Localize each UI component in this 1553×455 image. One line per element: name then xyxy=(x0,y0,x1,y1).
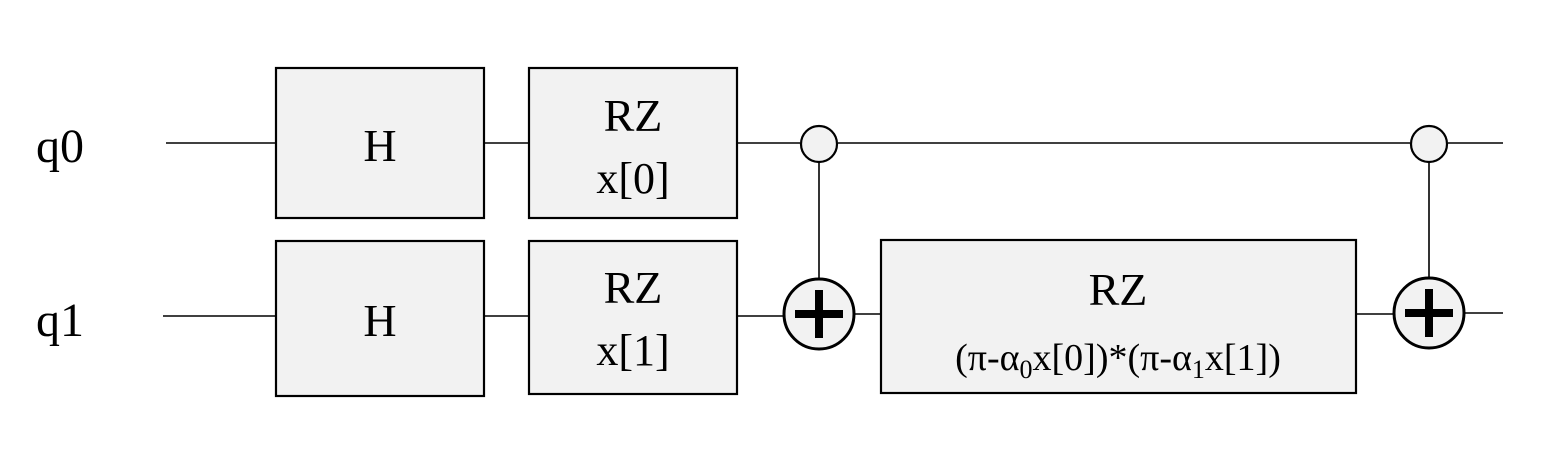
rz-entangle-gate: RZ (π-α0x[0])*(π-α1x[1]) xyxy=(879,238,1358,395)
h-gate-q1: H xyxy=(274,239,486,398)
rz-gate-q1: RZ x[1] xyxy=(527,239,739,396)
param-subscript: 0 xyxy=(1020,355,1033,384)
gate-param: (π-α0x[0])*(π-α1x[1]) xyxy=(955,337,1281,384)
gate-box xyxy=(274,66,486,220)
h-gate-q0: H xyxy=(274,66,486,220)
gate-box xyxy=(527,239,739,396)
gate-box xyxy=(527,66,739,220)
cnot-gate-1 xyxy=(782,124,856,351)
gate-label: RZ xyxy=(604,262,663,313)
gate-box xyxy=(274,239,486,398)
cnot-gate-2 xyxy=(1392,124,1466,350)
gate-param: x[1] xyxy=(596,326,669,375)
qubit-label-q0: q0 xyxy=(36,120,84,173)
rz-gate-q0: RZ x[0] xyxy=(527,66,739,220)
gate-label: RZ xyxy=(1089,264,1148,315)
gate-label: H xyxy=(363,120,396,171)
cnot-target-icon xyxy=(782,277,856,351)
param-subscript: 1 xyxy=(1192,355,1205,384)
param-part: (π-α xyxy=(955,337,1019,379)
gate-param: x[0] xyxy=(596,154,669,203)
cnot-control-dot xyxy=(1409,124,1449,164)
cnot-target-icon xyxy=(1392,276,1466,350)
param-part: x[1]) xyxy=(1205,337,1281,379)
gate-box xyxy=(879,238,1358,395)
cnot-control-dot xyxy=(799,124,839,164)
param-part: x[0])*(π-α xyxy=(1033,337,1192,379)
gate-label: RZ xyxy=(604,90,663,141)
wire-q1 xyxy=(163,312,1503,317)
gate-label: H xyxy=(363,295,396,346)
qubit-label-q1: q1 xyxy=(36,294,84,347)
